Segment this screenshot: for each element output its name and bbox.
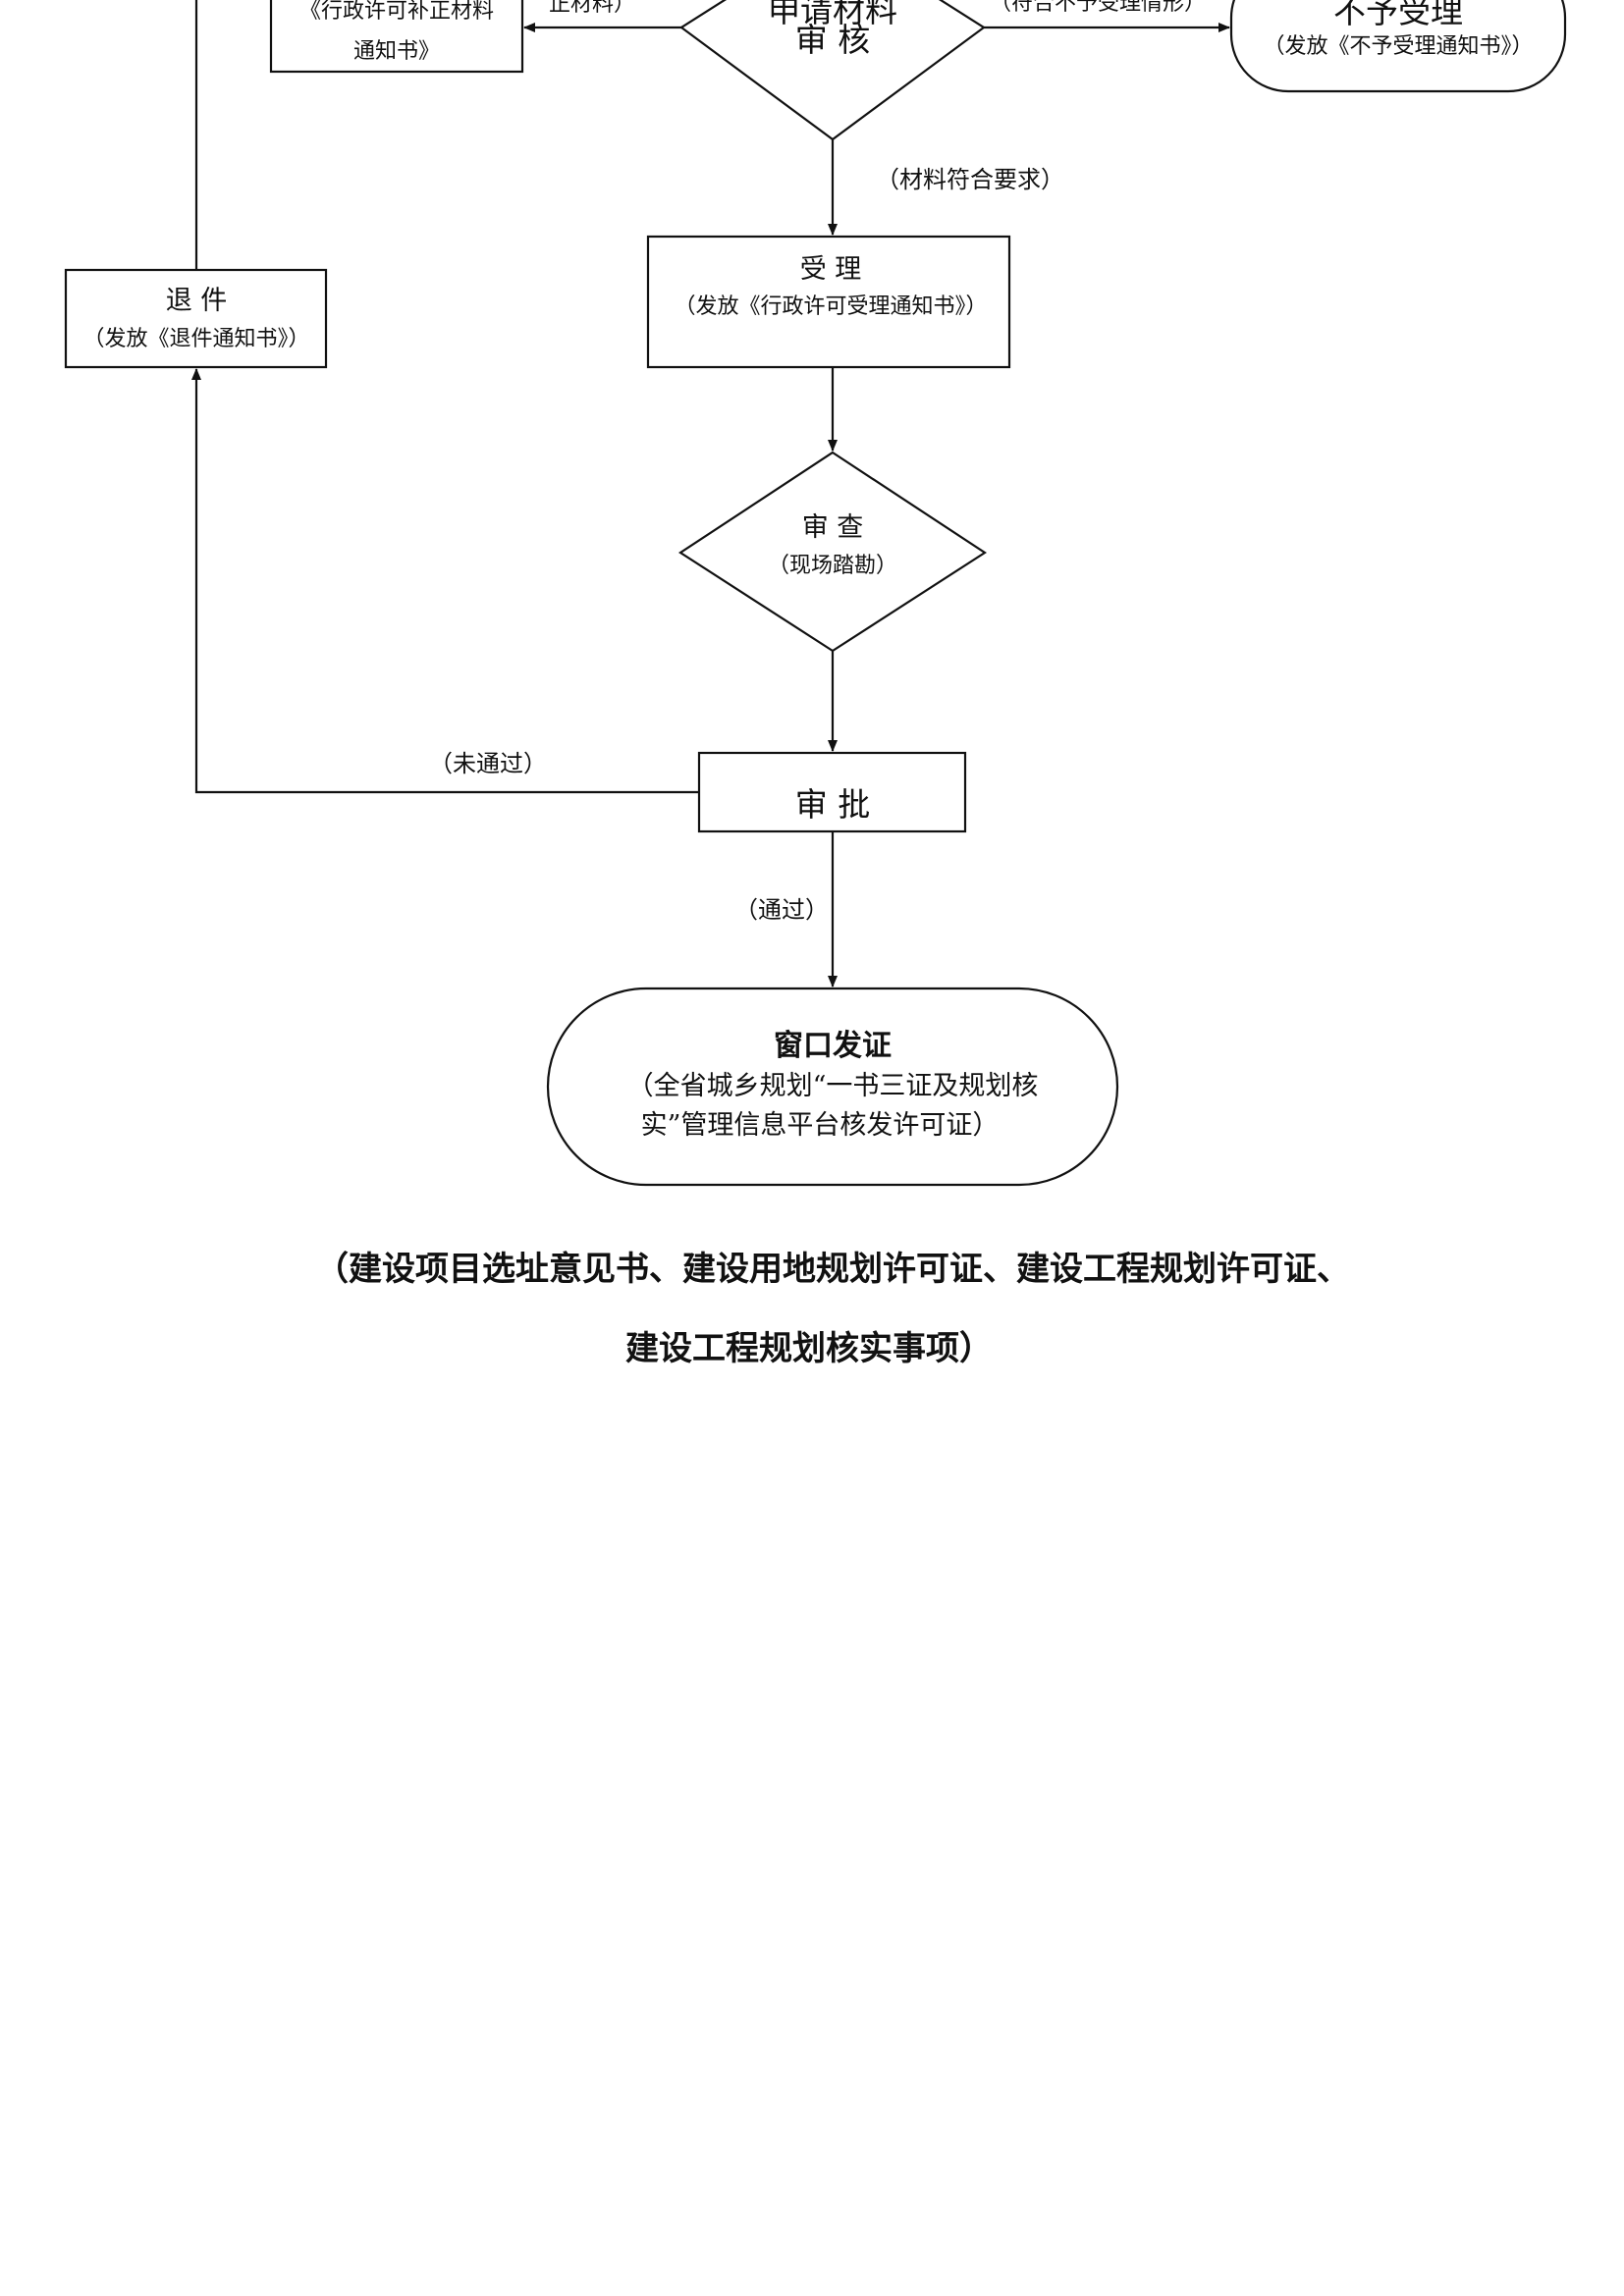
pass-edge-label: （通过） [734,896,829,924]
approve-title: 审 批 [794,785,871,824]
inspect-title: 审 查 [801,512,864,543]
review-title-line1: 申请材料 [768,0,897,29]
supplement-title-line2: 通知书》 [352,39,441,64]
return-box [64,268,328,369]
accept-edge-label: （材料符合要求） [876,166,1064,193]
return-note: （发放《退件通知书》） [82,327,310,351]
edge-approve-to-return [191,368,699,794]
reject-title: 不予受理 [1333,0,1463,30]
issue-box [546,987,1119,1187]
return-title: 退 件 [165,286,228,316]
issue-title: 窗口发证 [774,1029,892,1063]
supplement-title-line1: 《行政许可补正材料 [298,0,495,24]
fail-edge-label: （未通过） [429,750,547,777]
reject-box [1229,0,1567,93]
caption-line2: 建设工程规划核实事项） [625,1329,993,1368]
issue-line1: （全省城乡规划“一书三证及规划核 [626,1071,1039,1101]
supplement-edge-label: 正材料） [548,0,636,17]
inspect-note: （现场踏勘） [767,554,898,578]
reject-edge-label: （符合不予受理情形） [989,0,1207,16]
issue-line2: 实”管理信息平台核发许可证） [640,1110,1000,1141]
inspect-diamond [677,451,988,653]
caption-line1: （建设项目选址意见书、建设用地规划许可证、建设工程规划许可证、 [315,1250,1350,1289]
accept-box [646,235,1011,369]
reject-note: （发放《不予受理通知书》） [1263,34,1534,59]
supplement-box [269,0,524,74]
review-title-line2: 审 核 [794,21,871,59]
accept-note: （发放《行政许可受理通知书》） [674,294,988,319]
accept-title: 受 理 [799,254,862,285]
